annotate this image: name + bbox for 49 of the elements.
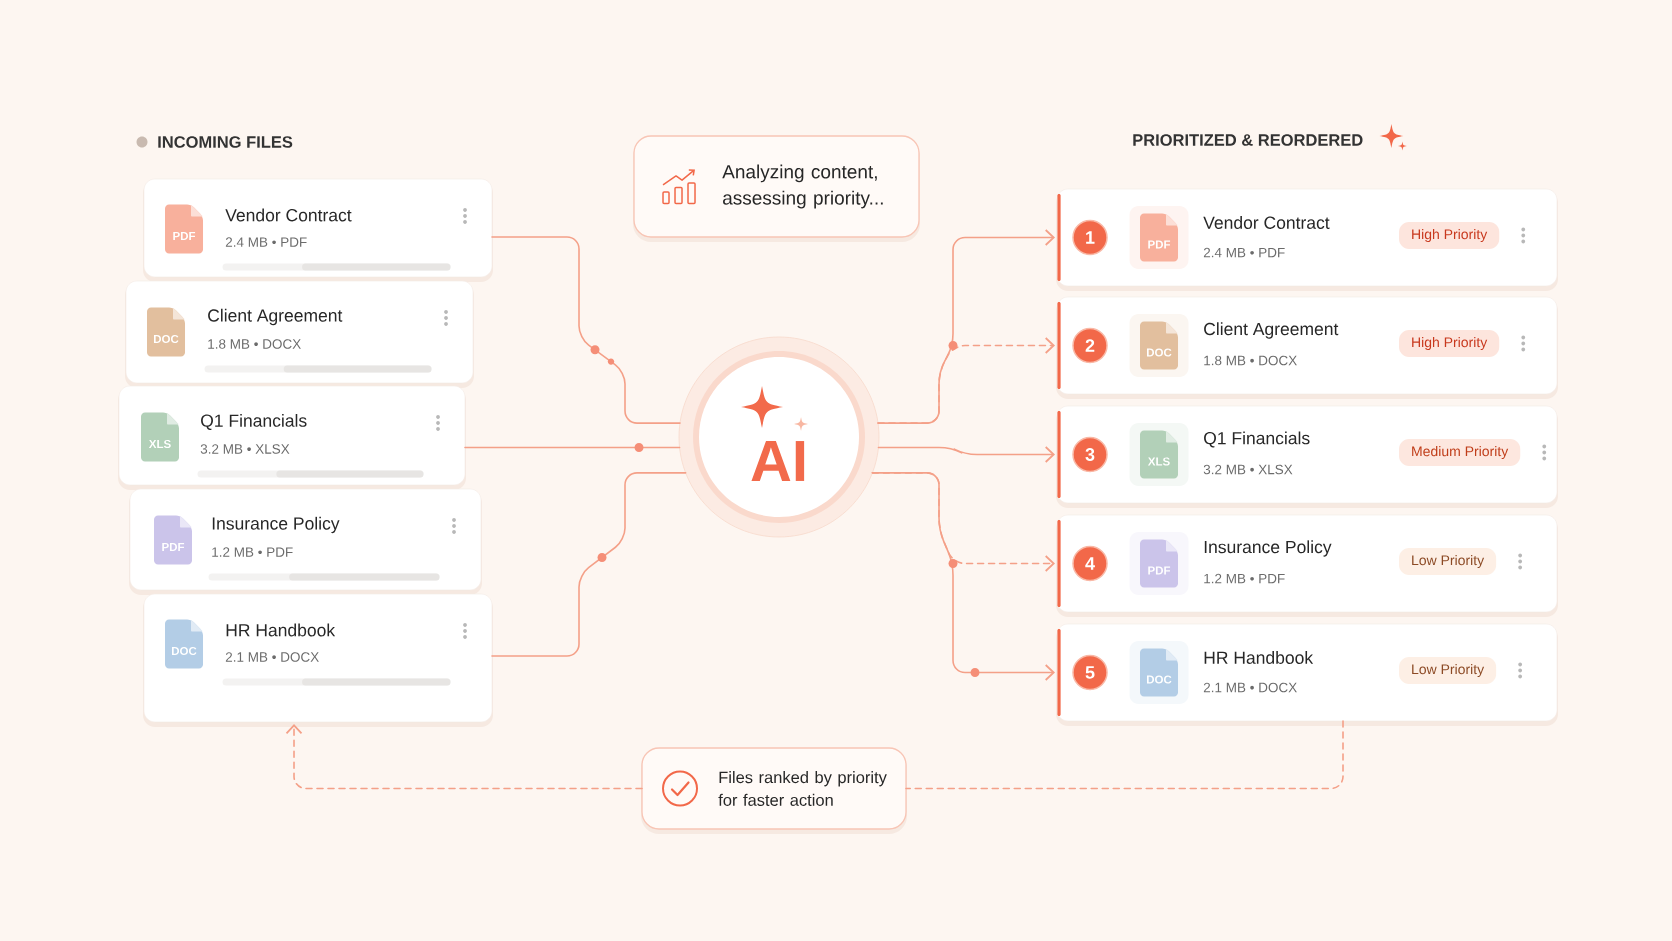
priority-badge: Low Priority	[1399, 657, 1497, 684]
file-meta: 2.4 MB • PDF	[225, 237, 307, 247]
file-meta: 2.1 MB • DOCX	[225, 652, 319, 662]
file-meta: 2.1 MB • DOCX	[1203, 682, 1297, 693]
summary-box	[641, 747, 907, 834]
file-name: Vendor Contract	[1203, 216, 1330, 229]
file-meta: 3.2 MB • XLSX	[1203, 464, 1293, 475]
file-name: Insurance Policy	[1204, 540, 1332, 557]
priority-badge: High Priority	[1399, 222, 1500, 249]
file-name: HR Handbook	[226, 623, 336, 637]
connector-line	[905, 720, 1344, 790]
file-card	[129, 488, 482, 595]
file-card	[1056, 405, 1558, 508]
status-box	[633, 135, 920, 242]
file-card	[143, 593, 493, 727]
arrow	[877, 446, 1055, 463]
arrow	[285, 724, 643, 790]
file-card	[1056, 188, 1558, 291]
file-meta: 1.8 MB • DOCX	[208, 339, 301, 349]
arrow	[877, 337, 1055, 424]
priority-badge: Medium Priority	[1399, 439, 1521, 466]
status-text: Analyzing content, assessing priority...	[722, 164, 883, 209]
file-card	[1056, 296, 1558, 399]
file-card	[1056, 514, 1558, 617]
file-card	[118, 385, 466, 490]
file-name: Q1 Financials	[201, 414, 307, 430]
file-name: Vendor Contract	[225, 208, 352, 222]
file-name: Client Agreement	[208, 308, 343, 326]
file-card	[125, 280, 474, 388]
connector-line	[491, 236, 681, 424]
file-meta: 1.2 MB • PDF	[212, 547, 293, 557]
summary-text: Files ranked by priority for faster action	[718, 771, 887, 806]
section-heading: PRIORITIZED & REORDERED	[1133, 134, 1363, 146]
file-meta: 2.4 MB • PDF	[1203, 247, 1285, 258]
file-meta: 1.8 MB • DOCX	[1204, 355, 1297, 366]
priority-badge: Low Priority	[1399, 548, 1497, 575]
section-heading: INCOMING FILES	[158, 136, 293, 148]
file-name: Q1 Financials	[1204, 431, 1310, 448]
priority-badge: High Priority	[1399, 330, 1500, 357]
file-name: Insurance Policy	[212, 516, 340, 534]
file-meta: 1.2 MB • PDF	[1204, 573, 1285, 584]
file-meta: 3.2 MB • XLSX	[200, 444, 290, 454]
connector-line	[491, 472, 687, 657]
arrow	[871, 472, 1055, 681]
connector-line	[464, 446, 681, 449]
file-name: Client Agreement	[1204, 322, 1339, 339]
file-card	[1056, 623, 1558, 726]
file-name: HR Handbook	[1204, 651, 1314, 664]
file-card	[143, 178, 493, 282]
